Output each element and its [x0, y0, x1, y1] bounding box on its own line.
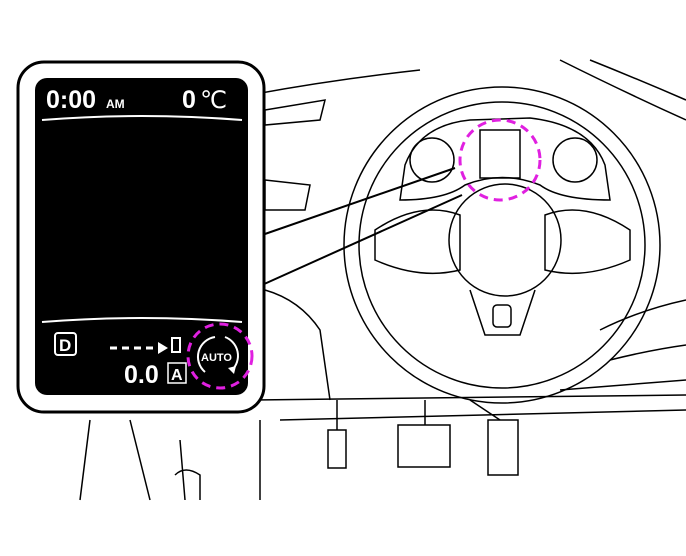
gear-indicator: D: [59, 336, 71, 355]
auto-icon: AUTO: [192, 328, 248, 384]
outside-temperature: 0: [182, 86, 196, 114]
clock-time: 0:00: [46, 86, 96, 114]
status-icon: [171, 337, 181, 353]
instrument-display: 0:00 AM 0 ℃ D 0.0 A AUTO: [16, 60, 266, 414]
svg-text:AUTO: AUTO: [201, 352, 232, 364]
trip-mode: A: [171, 367, 183, 384]
gear-indicator-box: [54, 332, 77, 356]
auto-highlight-circle: [186, 322, 254, 390]
dashboard-lines: [79, 59, 686, 501]
arrow-icon: [158, 342, 168, 354]
meter-highlight-circle: [458, 118, 542, 202]
temperature-unit: ℃: [200, 86, 227, 114]
odometer-value: 0.0: [124, 361, 159, 389]
trip-mode-box: [167, 362, 187, 384]
clock-ampm: AM: [106, 97, 125, 111]
